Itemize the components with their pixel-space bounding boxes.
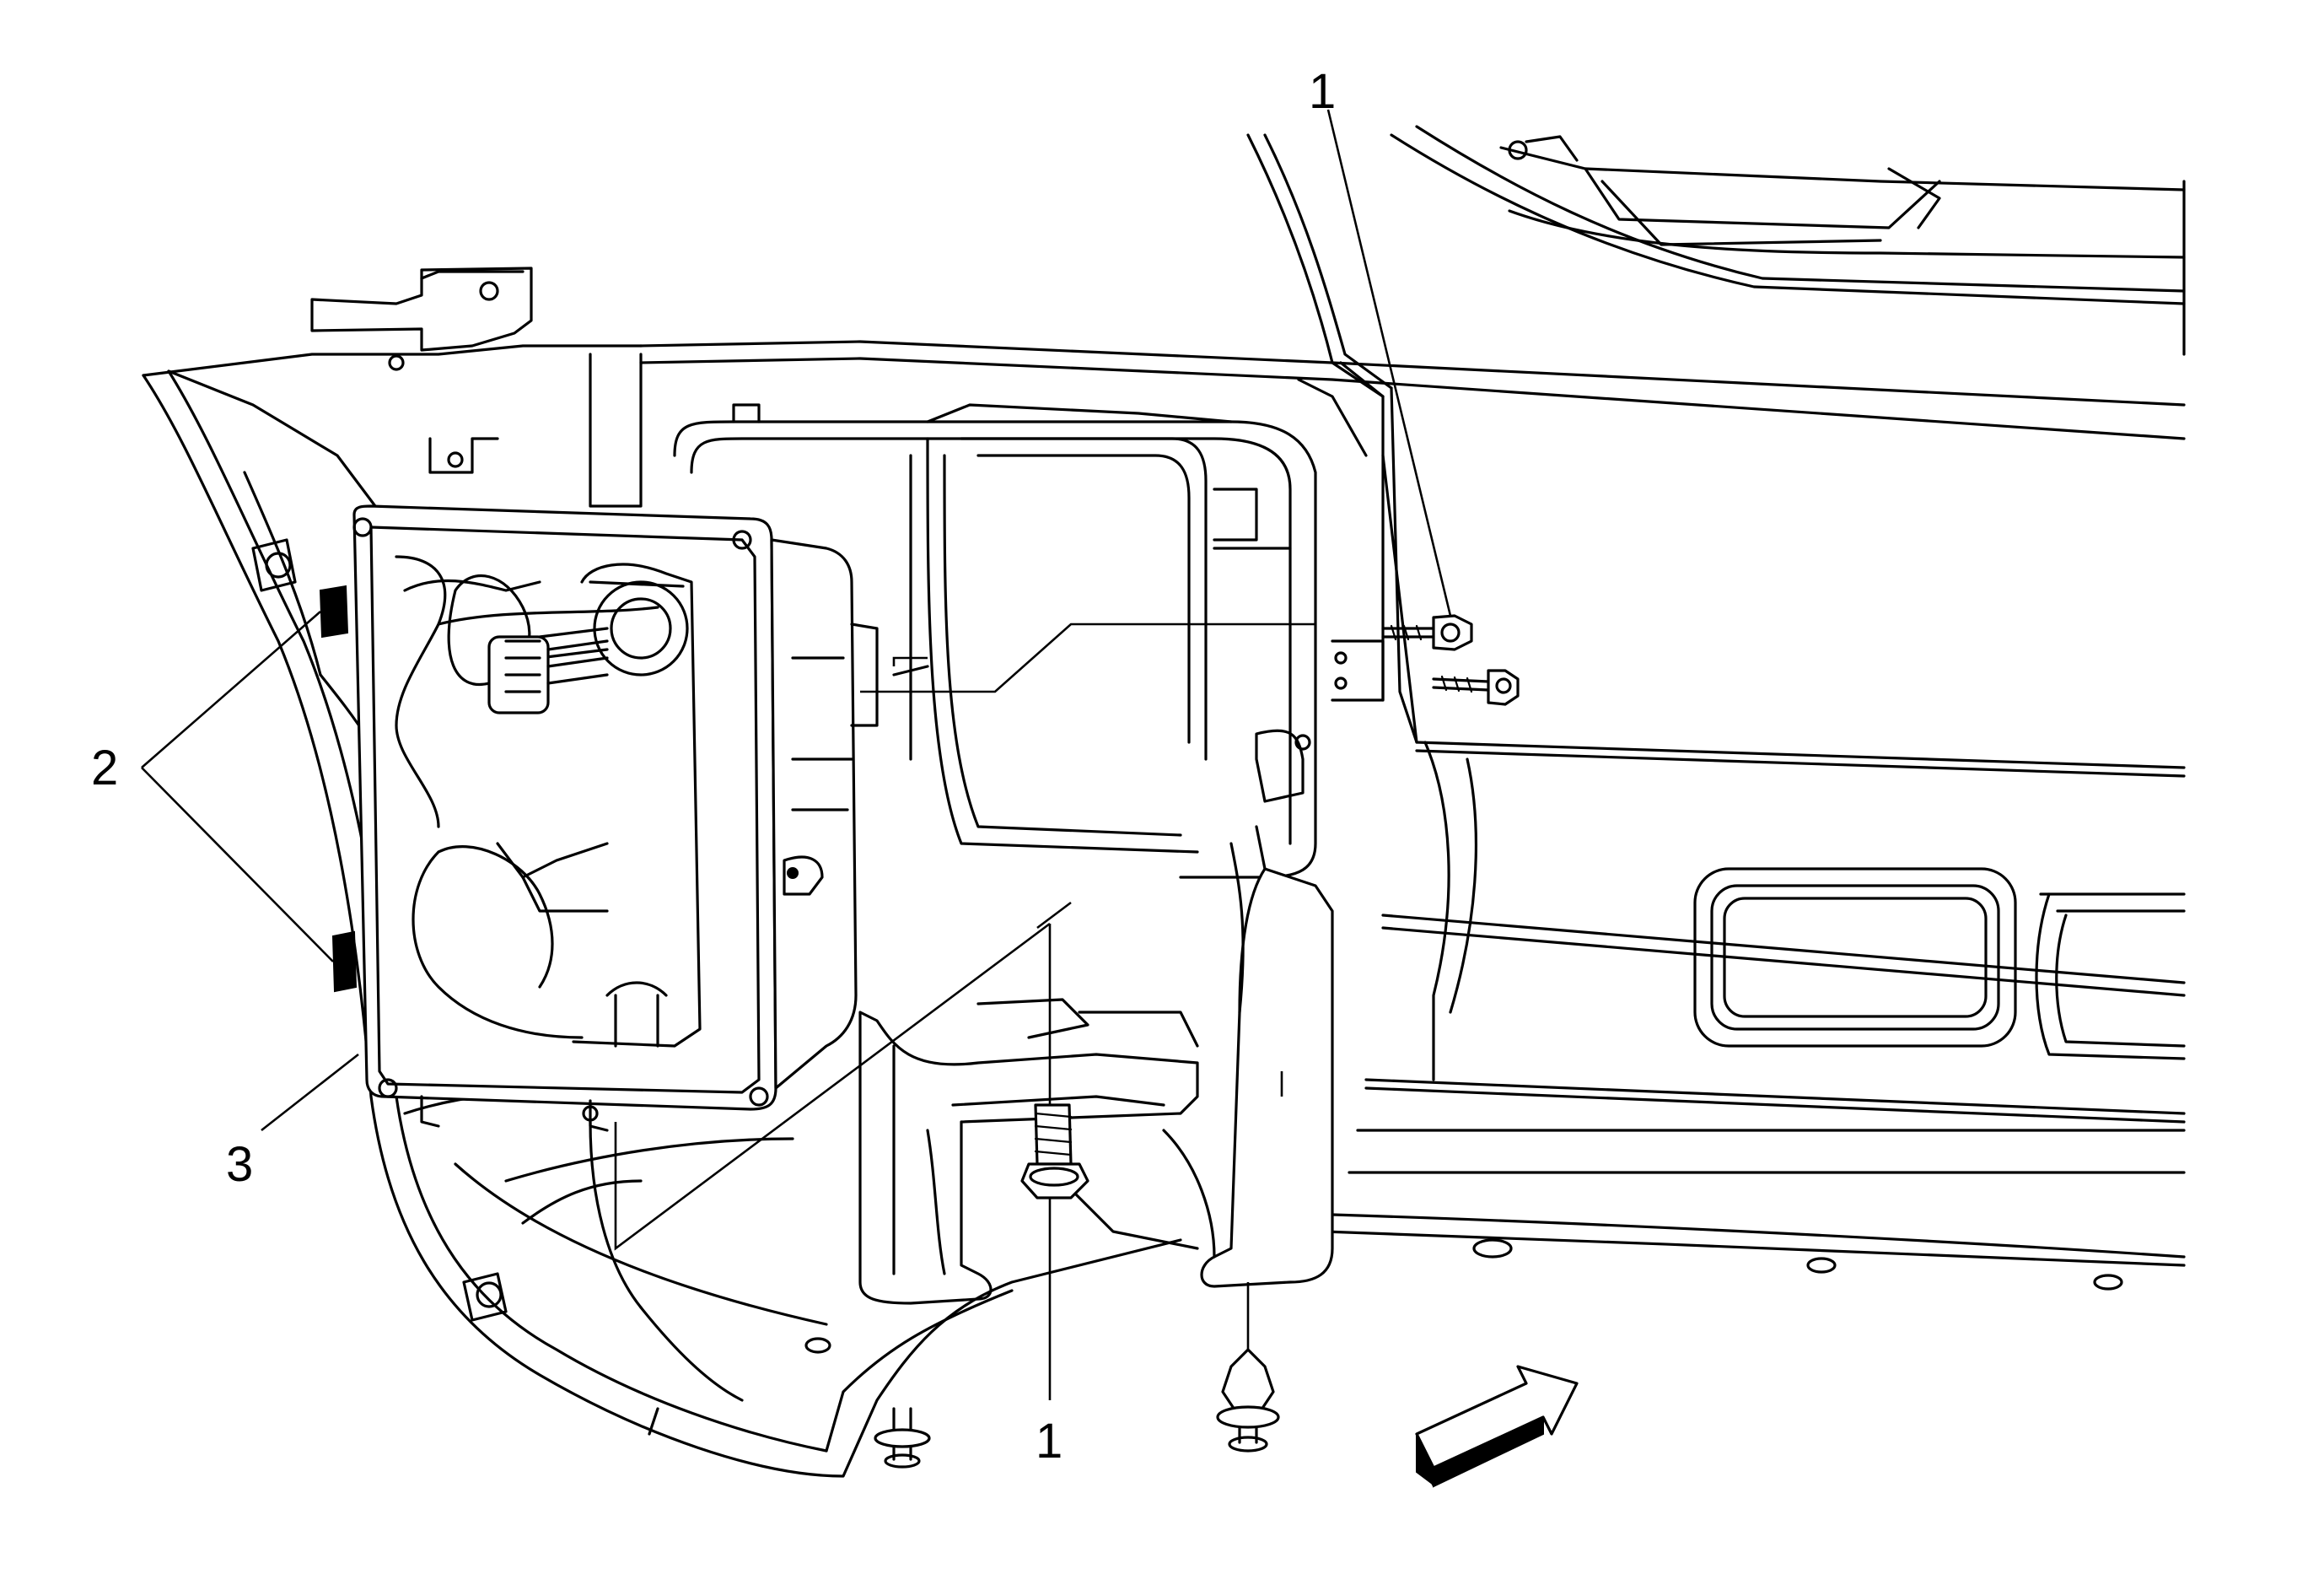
fog-lamp-housing (319, 504, 879, 1132)
push-pin-clip-left (874, 1407, 931, 1469)
callout-fog-lamp-housing: 3 (226, 1137, 253, 1192)
callout-leaders (141, 109, 1452, 1400)
lower-support-bracket (858, 825, 1334, 1305)
mounting-tab-upper (319, 585, 349, 639)
bumper-corner (142, 344, 1182, 1478)
upper-bracket (310, 267, 643, 508)
forward-arrow-icon (1415, 1365, 1579, 1488)
bolt-lower (1432, 669, 1520, 706)
callout-fastener-top: 1 (1309, 64, 1336, 119)
bolt-lower-center (1020, 1103, 1089, 1199)
push-pin-clip-right (1216, 1348, 1280, 1453)
mounting-tab-lower (331, 930, 358, 993)
upper-grille (1390, 125, 2186, 356)
fender-edge (1246, 133, 1418, 744)
bolt-upper (1381, 614, 1473, 651)
bumper-fascia (639, 340, 2186, 1291)
callout-tabs: 2 (91, 741, 118, 795)
callout-fastener-bottom: 1 (1036, 1414, 1062, 1469)
lower-grille-openings (1693, 867, 2186, 1060)
fog-lamp-mount-frame (673, 403, 1317, 879)
bracket-bolt-plate (1331, 639, 1385, 702)
guide-lines (614, 623, 1315, 1350)
